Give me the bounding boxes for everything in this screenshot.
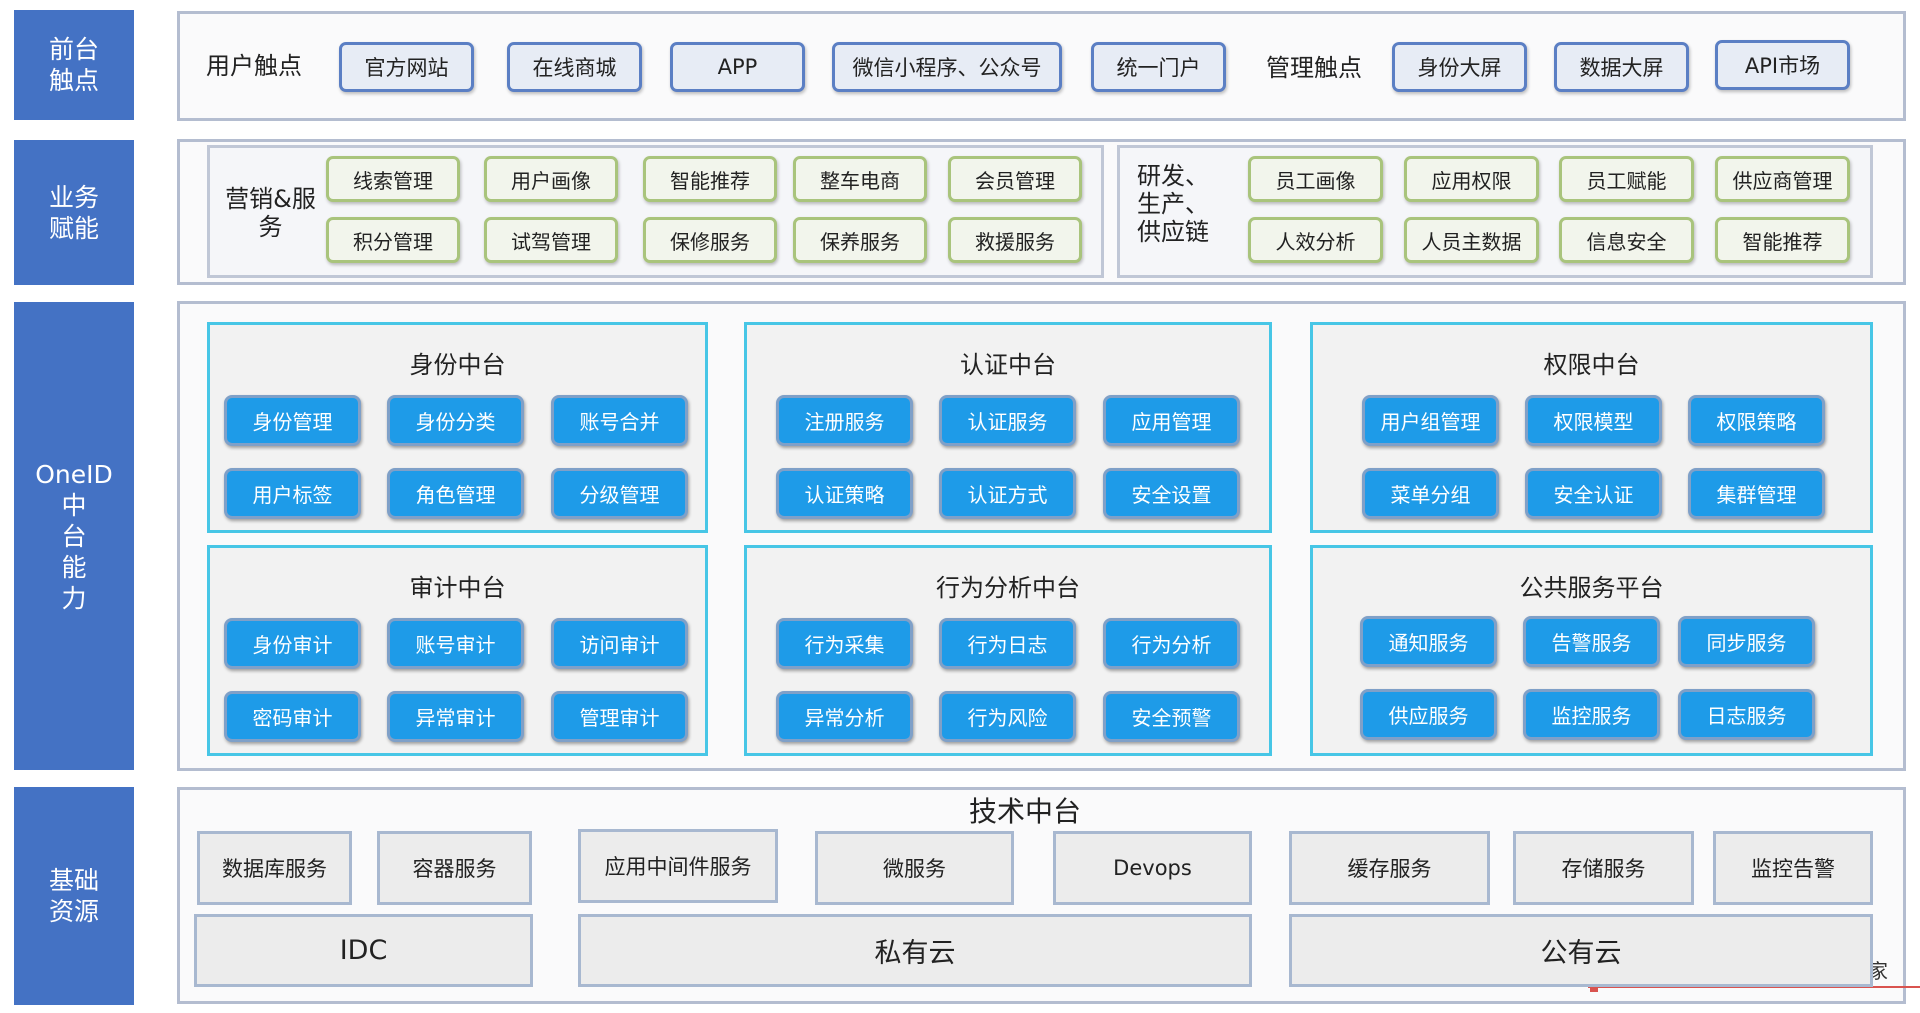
- data-screen-button[interactable]: 数据大屏: [1554, 42, 1689, 92]
- oneid-feature-button[interactable]: 日志服务: [1678, 689, 1815, 740]
- oneid-module-title: 身份中台: [409, 351, 506, 379]
- oneid-feature-button[interactable]: 身份管理: [224, 395, 361, 446]
- marketing-item-button[interactable]: 试驾管理: [484, 217, 618, 263]
- marketing-item-button[interactable]: 保养服务: [793, 217, 927, 263]
- rd-item-button[interactable]: 智能推荐: [1715, 217, 1850, 263]
- oneid-module-title: 行为分析中台: [936, 574, 1080, 602]
- marketing-item-button[interactable]: 整车电商: [793, 156, 927, 202]
- user-touch-label: 用户触点: [206, 52, 302, 80]
- wechat-miniprogram-button[interactable]: 微信小程序、公众号: [832, 42, 1062, 92]
- marketing-item-button[interactable]: 线索管理: [326, 156, 460, 202]
- oneid-feature-button[interactable]: 身份分类: [387, 395, 524, 446]
- oneid-feature-button[interactable]: 异常分析: [776, 691, 913, 742]
- oneid-feature-button[interactable]: 认证策略: [776, 468, 913, 519]
- rd-label: 研发、 生产、 供应链: [1137, 162, 1209, 246]
- marketing-item-button[interactable]: 用户画像: [484, 156, 618, 202]
- infra-service-box: 缓存服务: [1289, 831, 1490, 905]
- marketing-item-button[interactable]: 智能推荐: [643, 156, 777, 202]
- oneid-module-title: 审计中台: [409, 574, 506, 602]
- infra-service-box: 应用中间件服务: [578, 829, 778, 903]
- oneid-feature-button[interactable]: 应用管理: [1103, 395, 1240, 446]
- infra-cloud-box: 私有云: [578, 914, 1252, 987]
- infra-service-box: 数据库服务: [197, 831, 352, 905]
- unified-portal-button[interactable]: 统一门户: [1091, 42, 1226, 92]
- marketing-item-button[interactable]: 积分管理: [326, 217, 460, 263]
- oneid-feature-button[interactable]: 行为日志: [939, 618, 1076, 669]
- infra-service-box: 监控告警: [1713, 831, 1873, 905]
- rd-item-button[interactable]: 员工画像: [1248, 156, 1383, 202]
- oneid-feature-button[interactable]: 菜单分组: [1362, 468, 1499, 519]
- identity-screen-button[interactable]: 身份大屏: [1392, 42, 1527, 92]
- oneid-feature-button[interactable]: 行为采集: [776, 618, 913, 669]
- rd-item-button[interactable]: 供应商管理: [1715, 156, 1850, 202]
- oneid-feature-button[interactable]: 通知服务: [1360, 616, 1497, 667]
- api-market-button[interactable]: API市场: [1715, 40, 1850, 90]
- oneid-feature-button[interactable]: 监控服务: [1523, 689, 1660, 740]
- oneid-feature-button[interactable]: 行为风险: [939, 691, 1076, 742]
- infra-service-box: 微服务: [815, 831, 1014, 905]
- oneid-feature-button[interactable]: 访问审计: [551, 618, 688, 669]
- official-site-button[interactable]: 官方网站: [339, 42, 474, 92]
- oneid-feature-button[interactable]: 用户标签: [224, 468, 361, 519]
- marketing-label: 营销&服 务: [225, 185, 316, 241]
- corner-underline: [1588, 986, 1920, 988]
- marketing-item-button[interactable]: 保修服务: [643, 217, 777, 263]
- oneid-feature-button[interactable]: 异常审计: [387, 691, 524, 742]
- infra-cloud-box: 公有云: [1289, 914, 1873, 987]
- oneid-feature-button[interactable]: 行为分析: [1103, 618, 1240, 669]
- oneid-module-title: 权限中台: [1543, 351, 1640, 379]
- oneid-feature-button[interactable]: 权限模型: [1525, 395, 1662, 446]
- oneid-feature-button[interactable]: 密码审计: [224, 691, 361, 742]
- side-label-frontend: 前台 触点: [14, 10, 134, 120]
- side-label-business: 业务 赋能: [14, 140, 134, 285]
- oneid-feature-button[interactable]: 账号合并: [551, 395, 688, 446]
- rd-item-button[interactable]: 人员主数据: [1404, 217, 1539, 263]
- oneid-feature-button[interactable]: 账号审计: [387, 618, 524, 669]
- oneid-feature-button[interactable]: 认证服务: [939, 395, 1076, 446]
- oneid-feature-button[interactable]: 认证方式: [939, 468, 1076, 519]
- oneid-feature-button[interactable]: 安全认证: [1525, 468, 1662, 519]
- corner-marker: [1590, 984, 1598, 992]
- infra-service-box: Devops: [1053, 831, 1252, 905]
- infra-service-box: 存储服务: [1513, 831, 1694, 905]
- oneid-feature-button[interactable]: 同步服务: [1678, 616, 1815, 667]
- oneid-feature-button[interactable]: 管理审计: [551, 691, 688, 742]
- oneid-feature-button[interactable]: 身份审计: [224, 618, 361, 669]
- side-label-oneid: OneID 中 台 能 力: [14, 302, 134, 770]
- oneid-module-title: 公共服务平台: [1519, 574, 1664, 602]
- oneid-feature-button[interactable]: 角色管理: [387, 468, 524, 519]
- oneid-feature-button[interactable]: 集群管理: [1688, 468, 1825, 519]
- oneid-feature-button[interactable]: 权限策略: [1688, 395, 1825, 446]
- infra-cloud-box: IDC: [194, 914, 533, 987]
- admin-touch-label: 管理触点: [1266, 54, 1362, 82]
- online-mall-button[interactable]: 在线商城: [507, 42, 642, 92]
- infra-service-box: 容器服务: [377, 831, 532, 905]
- marketing-item-button[interactable]: 救援服务: [948, 217, 1082, 263]
- rd-item-button[interactable]: 应用权限: [1404, 156, 1539, 202]
- oneid-feature-button[interactable]: 安全预警: [1103, 691, 1240, 742]
- oneid-feature-button[interactable]: 供应服务: [1360, 689, 1497, 740]
- oneid-feature-button[interactable]: 注册服务: [776, 395, 913, 446]
- corner-text: 家: [1868, 959, 1888, 983]
- side-label-infra: 基础 资源: [14, 787, 134, 1005]
- oneid-module-title: 认证中台: [960, 351, 1056, 379]
- marketing-item-button[interactable]: 会员管理: [948, 156, 1082, 202]
- rd-item-button[interactable]: 信息安全: [1559, 217, 1694, 263]
- rd-item-button[interactable]: 员工赋能: [1559, 156, 1694, 202]
- infra-title: 技术中台: [968, 795, 1081, 828]
- oneid-feature-button[interactable]: 用户组管理: [1362, 395, 1499, 446]
- app-button[interactable]: APP: [670, 42, 805, 92]
- oneid-feature-button[interactable]: 告警服务: [1523, 616, 1660, 667]
- rd-item-button[interactable]: 人效分析: [1248, 217, 1383, 263]
- oneid-feature-button[interactable]: 分级管理: [551, 468, 688, 519]
- oneid-feature-button[interactable]: 安全设置: [1103, 468, 1240, 519]
